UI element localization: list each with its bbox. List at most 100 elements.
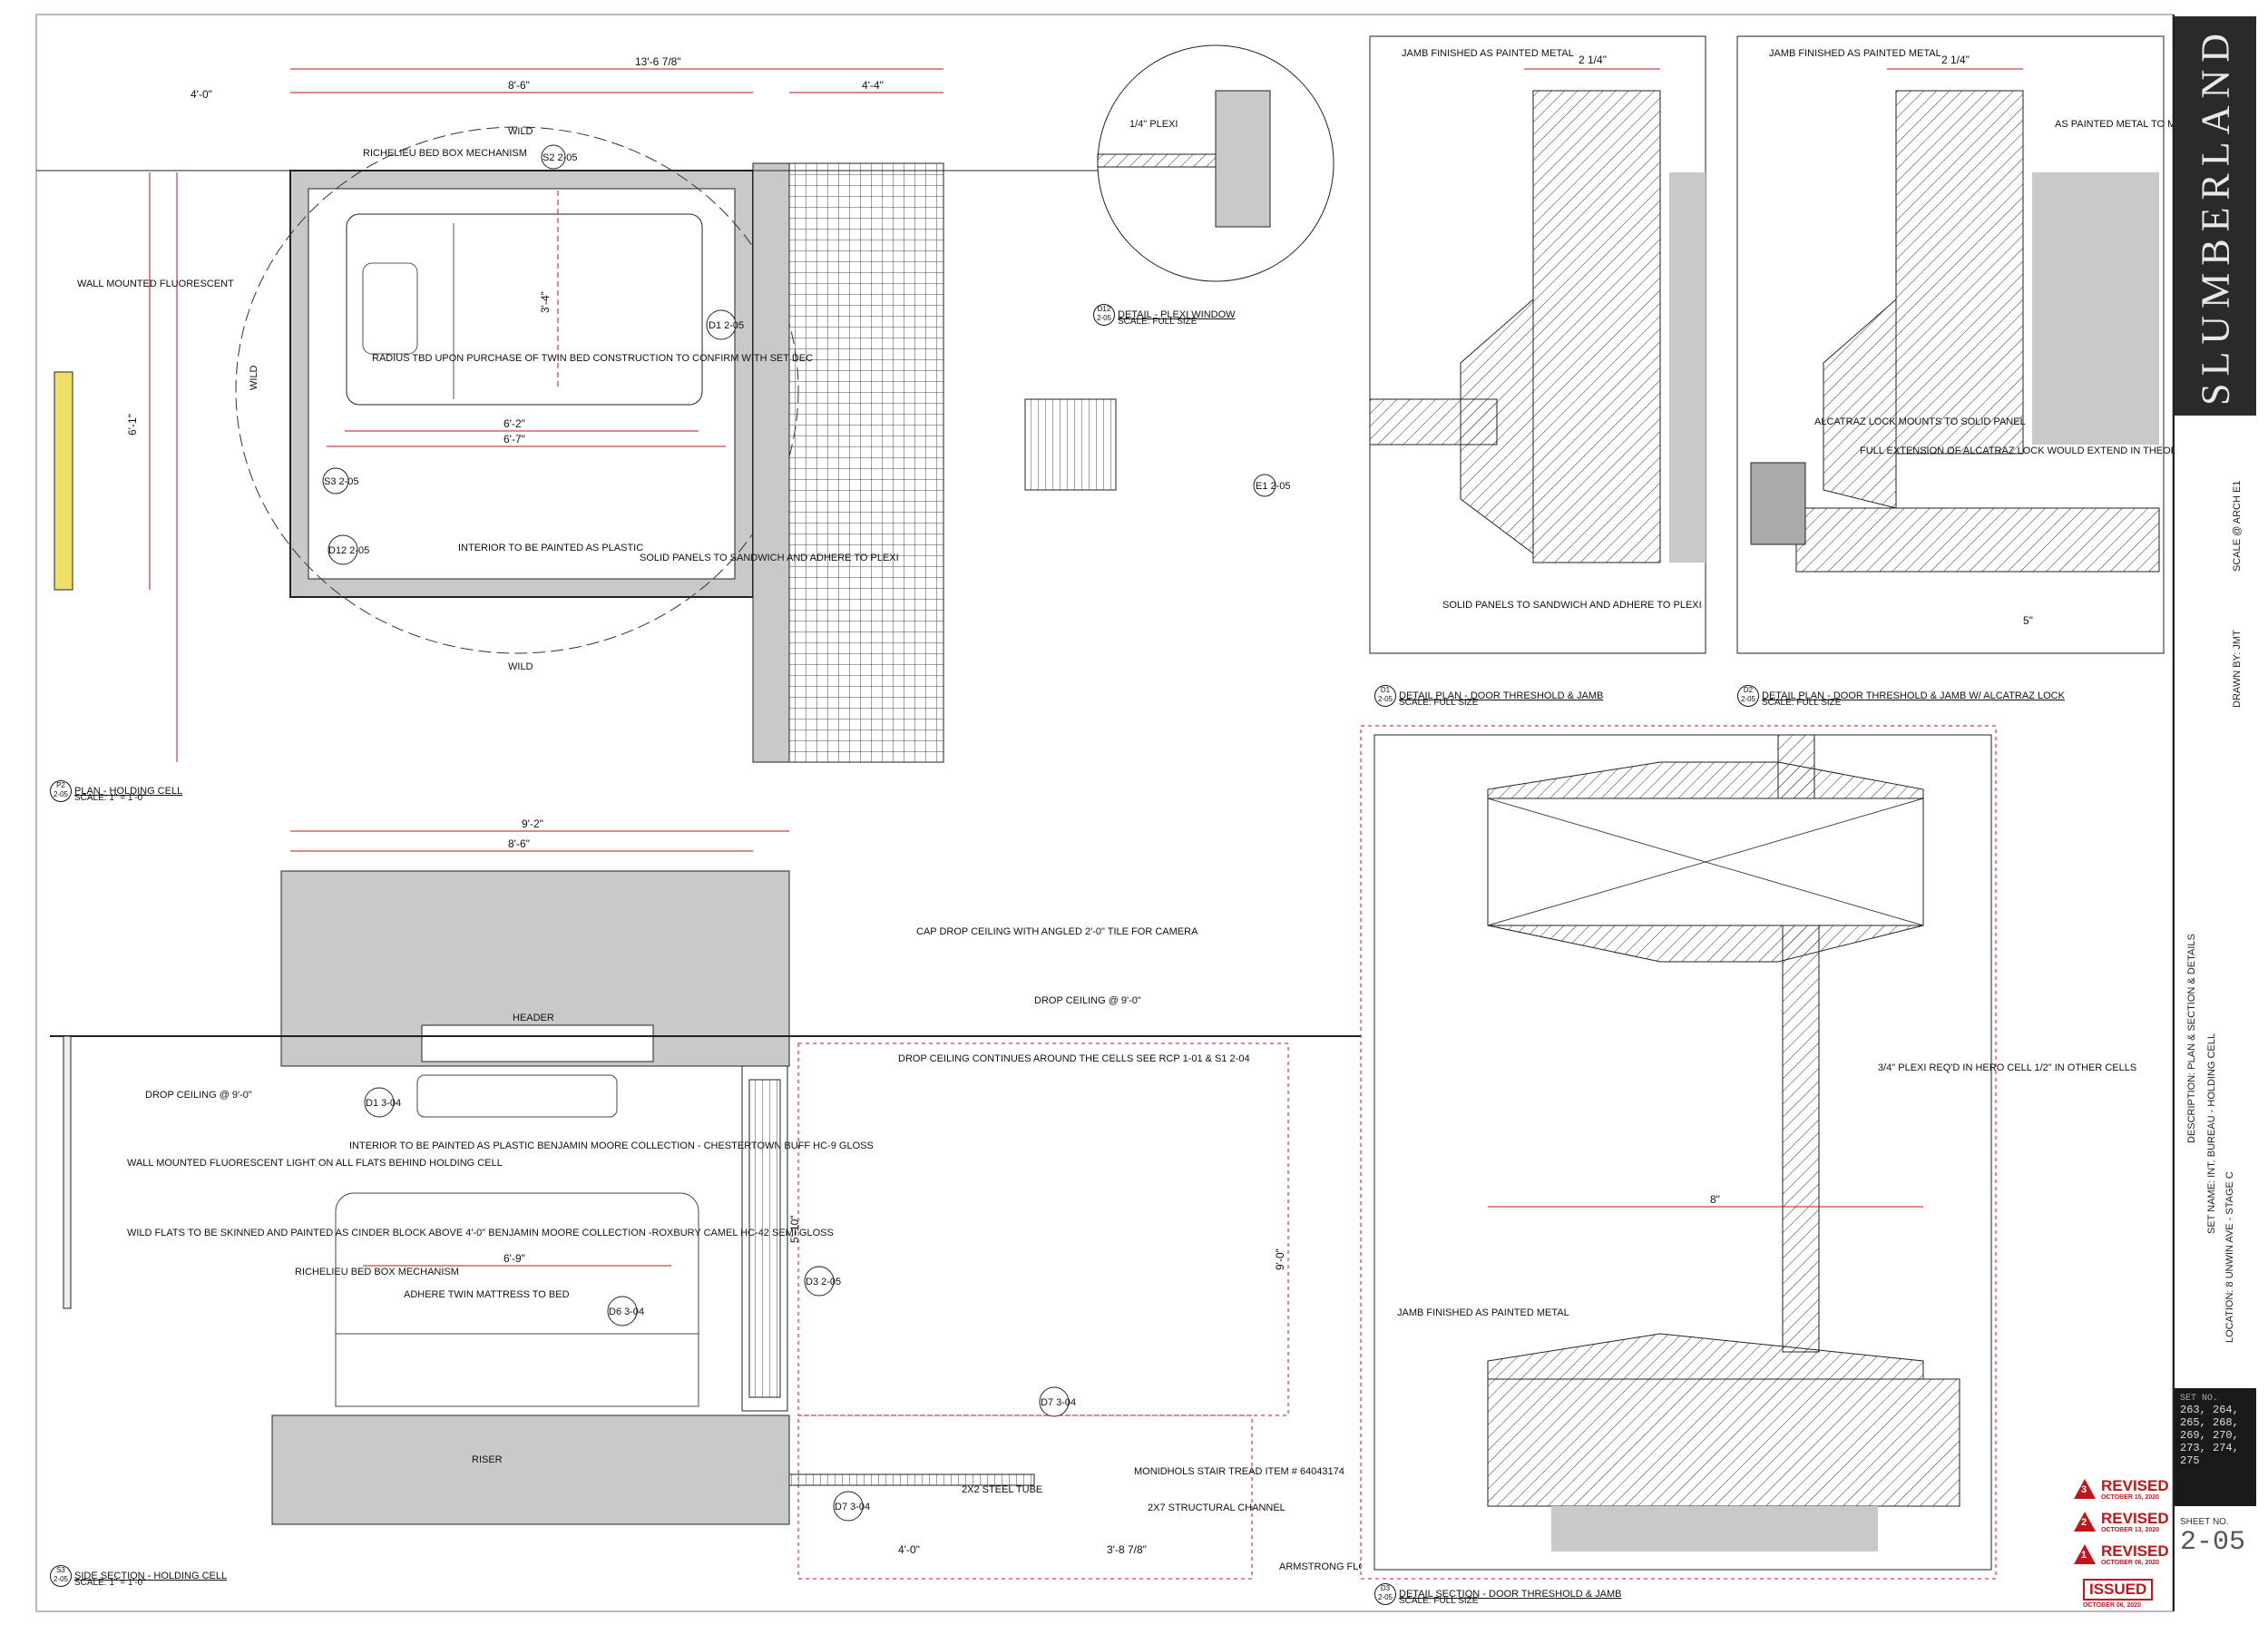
- logo-text: SLUMBERLAND: [2193, 25, 2238, 406]
- plan-holding-cell: 13'-6 7/8" 8'-6" 4'-4" 4'-0" 6'-1" WILD …: [36, 55, 1291, 763]
- side-section-holding-cell: 9'-2" 8'-6" HEADER 6'-9" RISER 5'-10" 9'…: [50, 817, 1496, 1580]
- dim-6-7: 6'-7": [503, 433, 525, 445]
- dim-3-8: 3'-8 7/8": [1107, 1543, 1147, 1556]
- drawn-by: DRAWN BY: JMT: [2232, 630, 2243, 708]
- note-jamb-metal-d3: JAMB FINISHED AS PAINTED METAL: [1397, 1307, 1569, 1318]
- tag-d6: D6 3-04: [609, 1307, 644, 1317]
- drawing-canvas: 13'-6 7/8" 8'-6" 4'-4" 4'-0" 6'-1" WILD …: [35, 14, 2268, 1612]
- description: DESCRIPTION: PLAN & SECTION & DETAILS: [2186, 934, 2197, 1143]
- tag-d12-plan: D12 2-05: [328, 545, 369, 556]
- tag-s3-plan: S3 2-05: [324, 476, 359, 487]
- dim-d3-8in: 8": [1710, 1193, 1720, 1206]
- dim-4-4: 4'-4": [862, 79, 884, 92]
- note-cap-drop: CAP DROP CEILING WITH ANGLED 2'-0" TILE …: [916, 926, 1198, 937]
- revision-1: 1 REVISED OCTOBER 06, 2020: [2074, 1542, 2174, 1573]
- scale-text: SCALE @ ARCH E1: [2232, 480, 2243, 572]
- note-alcatraz-mount: ALCATRAZ LOCK MOUNTS TO SOLID PANEL: [1814, 416, 2026, 427]
- dim-d1-width: 2 1/4": [1579, 54, 1607, 66]
- dim-8-6: 8'-6": [508, 79, 530, 92]
- note-jamb-metal-d1: JAMB FINISHED AS PAINTED METAL: [1402, 48, 1574, 59]
- note-wall-fluor-flats: WALL MOUNTED FLUORESCENT LIGHT ON ALL FL…: [127, 1158, 503, 1169]
- sheet-no-value: 2-05: [2180, 1527, 2246, 1558]
- set-no-label: SET NO.: [2180, 1394, 2219, 1404]
- title-block: [2173, 15, 2261, 1611]
- note-interior-bm: INTERIOR TO BE PAINTED AS PLASTIC BENJAM…: [349, 1140, 874, 1151]
- detail-d1: 2 1/4" JAMB FINISHED AS PAINTED METAL SO…: [1369, 35, 1706, 654]
- dim-4-0: 4'-0": [191, 88, 212, 101]
- note-jamb-metal-d2: JAMB FINISHED AS PAINTED METAL: [1769, 48, 1941, 59]
- note-richelieu-plan: RICHELIEU BED BOX MECHANISM: [363, 148, 527, 159]
- issued-stamp: ISSUED OCTOBER 06, 2020: [2083, 1579, 2159, 1611]
- note-drop-continues: DROP CEILING CONTINUES AROUND THE CELLS …: [898, 1053, 1250, 1064]
- revision-2: 2 REVISED OCTOBER 13, 2020: [2074, 1510, 2174, 1541]
- detail-d3: 8" 3/4" PLEXI REQ'D IN HERO CELL 1/2" IN…: [1360, 725, 2136, 1580]
- section-header: HEADER: [513, 1013, 554, 1023]
- dim-9-0: 9'-0": [1274, 1248, 1286, 1270]
- note-plexi-quarter: 1/4" PLEXI: [1129, 119, 1178, 130]
- note-solid-panels-d1: SOLID PANELS TO SANDWICH AND ADHERE TO P…: [1442, 600, 1702, 611]
- revision-3: 3 REVISED OCTOBER 15, 2020: [2074, 1477, 2174, 1508]
- set-name: SET NAME: INT. BUREAU - HOLDING CELL: [2206, 1033, 2217, 1234]
- dim-6-1: 6'-1": [126, 414, 139, 436]
- wild-label-bottom: WILD: [508, 661, 533, 672]
- tag-d1-section: D1 3-04: [366, 1098, 401, 1109]
- note-adhere-twin: ADHERE TWIN MATTRESS TO BED: [404, 1289, 570, 1300]
- logo: SLUMBERLAND: [2175, 16, 2256, 416]
- tag-d1-plan: D1 2-05: [709, 320, 744, 331]
- note-radius: RADIUS TBD UPON PURCHASE OF TWIN BED CON…: [372, 353, 813, 364]
- set-number-box: SET NO. 263, 264, 265, 268, 269, 270, 27…: [2175, 1388, 2256, 1506]
- tag-d3-section: D3 2-05: [806, 1277, 841, 1287]
- revision-2-triangle: 2: [2074, 1512, 2096, 1532]
- tag-s2: S2 2-05: [543, 152, 578, 163]
- dim-6-2: 6'-2": [503, 417, 525, 430]
- note-wall-fluor: WALL MOUNTED FLUORESCENT: [77, 279, 234, 289]
- location: LOCATION: 8 UNWIN AVE - STAGE C: [2224, 1171, 2235, 1343]
- sheet-no-label: SHEET NO.: [2180, 1517, 2229, 1527]
- dim-8-6-section: 8'-6": [508, 837, 530, 850]
- note-interior-plastic: INTERIOR TO BE PAINTED AS PLASTIC: [458, 543, 643, 553]
- tag-d7-b: D7 3-04: [835, 1502, 870, 1512]
- note-solid-panels: SOLID PANELS TO SANDWICH AND ADHERE TO P…: [640, 553, 899, 563]
- note-monidhols: MONIDHOLS STAIR TREAD ITEM # 64043174: [1134, 1466, 1344, 1477]
- note-richelieu-section: RICHELIEU BED BOX MECHANISM: [295, 1267, 459, 1277]
- detail-d2: 2 1/4" 5" JAMB FINISHED AS PAINTED METAL…: [1736, 35, 2268, 654]
- dim-overall: 13'-6 7/8": [635, 55, 681, 68]
- dim-9-2: 9'-2": [522, 817, 543, 830]
- tag-d7-a: D7 3-04: [1041, 1397, 1076, 1408]
- note-drop-ceiling: DROP CEILING @ 9'-0": [1034, 995, 1141, 1006]
- dim-6-9: 6'-9": [503, 1252, 525, 1265]
- tag-e1: E1 2-05: [1256, 481, 1291, 492]
- section-riser: RISER: [472, 1454, 503, 1465]
- note-as-painted-metal: AS PAINTED METAL TO MATCH HINGE & HANDLE: [2055, 119, 2173, 130]
- note-drop-ceiling-left: DROP CEILING @ 9'-0": [145, 1090, 252, 1101]
- issued-date: OCTOBER 06, 2020: [2083, 1602, 2142, 1609]
- dim-d2-width: 2 1/4": [1941, 54, 1970, 66]
- dim-5-10: 5'-10": [788, 1215, 801, 1243]
- note-plexi-hero: 3/4" PLEXI REQ'D IN HERO CELL 1/2" IN OT…: [1878, 1062, 2136, 1073]
- note-alcatraz-ext: FULL EXTENSION OF ALCATRAZ LOCK WOULD EX…: [1860, 445, 2173, 456]
- sheet-number-box: SHEET NO. 2-05: [2175, 1513, 2256, 1604]
- note-wild-flats: WILD FLATS TO BE SKINNED AND PAINTED AS …: [127, 1228, 834, 1238]
- wild-label-left: WILD: [249, 365, 259, 390]
- wild-label-top: WILD: [508, 126, 533, 137]
- revision-1-triangle: 1: [2074, 1544, 2096, 1564]
- note-channel: 2X7 STRUCTURAL CHANNEL: [1148, 1503, 1286, 1513]
- dim-3-4: 3'-4": [539, 291, 552, 313]
- revision-3-triangle: 3: [2074, 1479, 2096, 1499]
- dim-4-0-section: 4'-0": [898, 1543, 920, 1556]
- set-no-value: 263, 264, 265, 268, 269, 270, 273, 274, …: [2180, 1404, 2239, 1467]
- note-steel-tube: 2X2 STEEL TUBE: [962, 1484, 1042, 1495]
- issued-label: ISSUED: [2083, 1579, 2154, 1601]
